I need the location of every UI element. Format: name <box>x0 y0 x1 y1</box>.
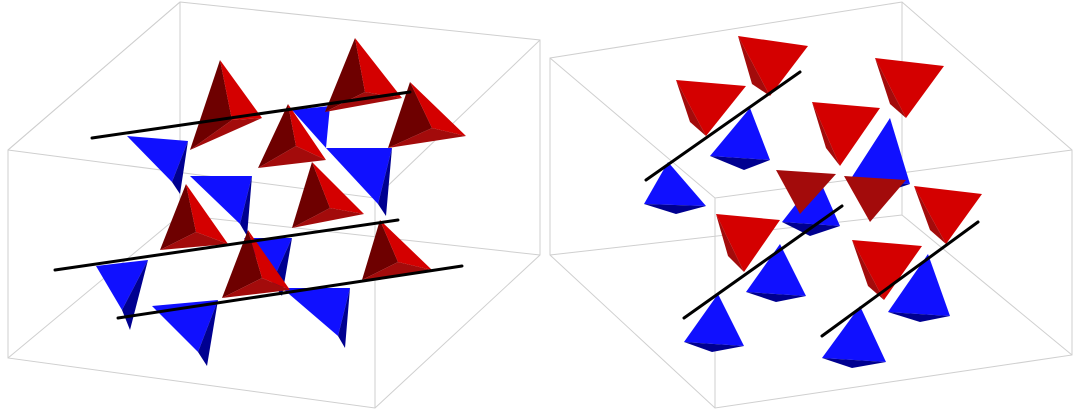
tetrahedron-blue <box>644 162 706 214</box>
tetrahedron-red <box>325 38 402 112</box>
left-red-tetrahedra <box>160 38 466 298</box>
right-structure-panel <box>550 2 1072 408</box>
chain-line <box>118 266 462 318</box>
tetrahedron-blue <box>282 288 350 348</box>
left-blue-tetrahedra <box>96 106 392 366</box>
tetrahedron-blue <box>822 306 886 368</box>
tetrahedron-red <box>875 58 944 118</box>
left-structure-panel <box>8 2 540 408</box>
chain-line <box>822 222 978 336</box>
tetrahedron-red <box>738 36 808 96</box>
left-unit-cell-box <box>8 2 540 408</box>
tetrahedron-blue <box>684 294 744 352</box>
chain-line <box>92 92 410 138</box>
chain-line <box>55 220 398 270</box>
tetrahedron-red <box>190 60 262 150</box>
tetrahedron-blue <box>96 260 148 330</box>
tetrahedron-red <box>914 186 982 244</box>
tetrahedron-red <box>388 82 466 148</box>
tetrahedron-blue <box>127 136 188 194</box>
